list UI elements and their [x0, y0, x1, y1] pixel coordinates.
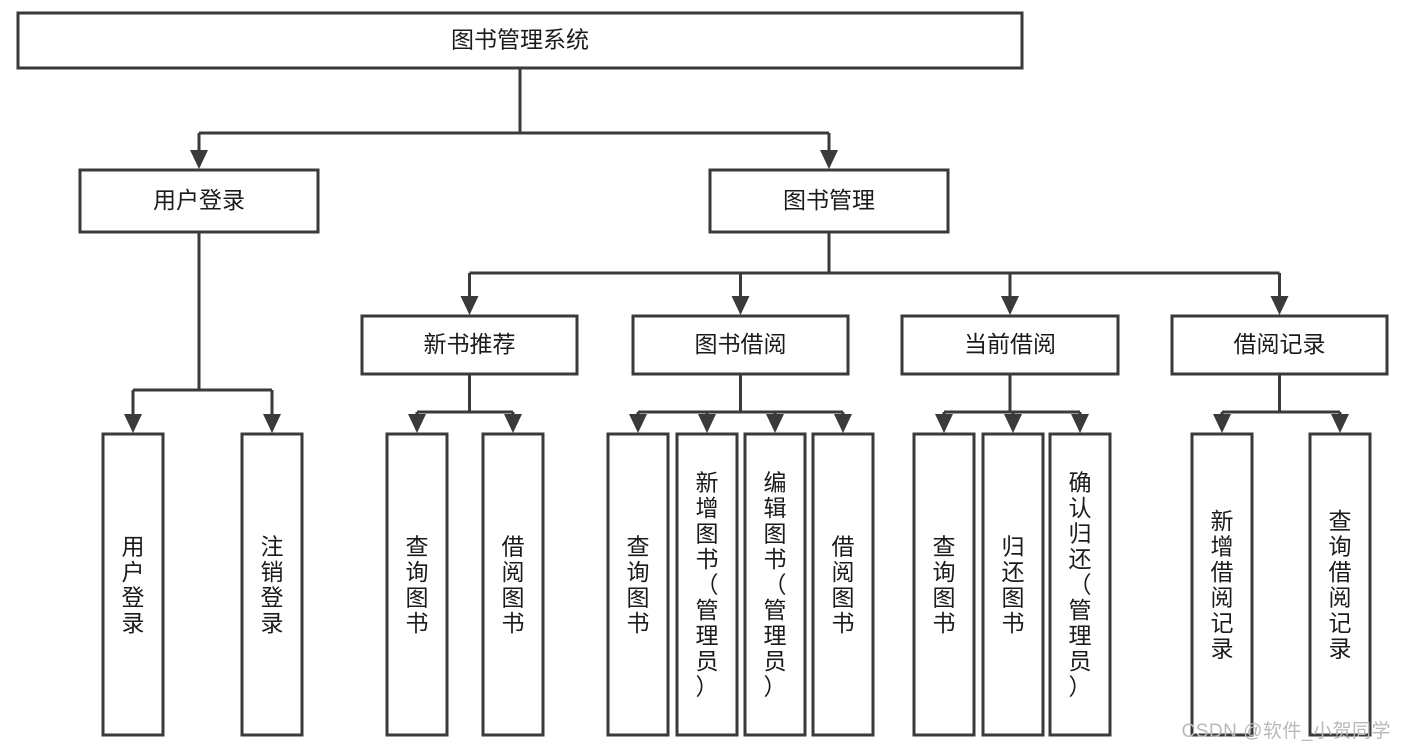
arrow-head-icon: [263, 414, 281, 433]
arrow-head-icon: [766, 414, 784, 433]
arrow-head-icon: [1270, 296, 1289, 315]
node-box[interactable]: [708, 168, 950, 234]
node-leaf-borrow-book-2[interactable]: 借阅图书: [811, 432, 875, 737]
node-box[interactable]: [631, 314, 850, 376]
node-leaf-query-book-3[interactable]: 查询图书: [912, 432, 976, 737]
node-label: 注销登录: [261, 533, 284, 636]
node-box[interactable]: [1308, 432, 1372, 737]
node-box[interactable]: [1170, 314, 1389, 376]
node-label: 用户登录: [153, 187, 245, 213]
arrow-head-icon: [629, 414, 647, 433]
node-box[interactable]: [240, 432, 304, 737]
node-borrow-record[interactable]: 借阅记录: [1170, 314, 1389, 376]
node-leaf-confirm-return[interactable]: 确认归还（管理员）: [1048, 432, 1112, 737]
arrow-head-icon: [1213, 414, 1231, 433]
arrow-head-icon: [460, 296, 479, 315]
arrow-head-icon: [1004, 414, 1022, 433]
node-leaf-query-record[interactable]: 查询借阅记录: [1308, 432, 1372, 737]
node-box[interactable]: [912, 432, 976, 737]
node-box[interactable]: [101, 432, 165, 737]
node-label: 借阅图书: [502, 533, 525, 636]
node-box[interactable]: [743, 432, 807, 737]
node-box[interactable]: [481, 432, 545, 737]
node-leaf-add-book[interactable]: 新增图书（管理员）: [675, 432, 739, 737]
arrow-head-icon: [408, 414, 426, 433]
arrow-head-icon: [935, 414, 953, 433]
watermark-text: CSDN @软件_小贺同学: [1181, 721, 1391, 742]
node-box[interactable]: [385, 432, 449, 737]
node-label: 图书借阅: [695, 331, 787, 357]
node-box[interactable]: [811, 432, 875, 737]
node-label: 借阅记录: [1234, 331, 1326, 357]
node-leaf-return-book[interactable]: 归还图书: [981, 432, 1045, 737]
node-box[interactable]: [1190, 432, 1254, 737]
arrow-head-icon: [731, 296, 750, 315]
node-label: 当前借阅: [964, 331, 1056, 357]
node-leaf-borrow-book-1[interactable]: 借阅图书: [481, 432, 545, 737]
node-label: 新书推荐: [424, 331, 516, 357]
node-book-borrow[interactable]: 图书借阅: [631, 314, 850, 376]
node-label: 用户登录: [122, 533, 145, 636]
node-label: 查询借阅记录: [1329, 508, 1352, 662]
node-box[interactable]: [606, 432, 670, 737]
node-box[interactable]: [360, 314, 579, 376]
nodes-layer: 图书管理系统用户登录图书管理新书推荐图书借阅当前借阅借阅记录用户登录注销登录查询…: [16, 11, 1389, 737]
node-label: 查询图书: [627, 533, 650, 636]
arrow-head-icon: [124, 414, 142, 433]
node-new-book-rec[interactable]: 新书推荐: [360, 314, 579, 376]
arrow-head-icon: [1001, 296, 1019, 315]
node-label: 图书管理: [783, 187, 875, 213]
node-label: 编辑图书（管理员）: [764, 470, 787, 700]
arrow-head-icon: [834, 414, 852, 433]
node-label: 图书管理系统: [451, 27, 589, 53]
node-root[interactable]: 图书管理系统: [16, 11, 1024, 70]
arrow-head-icon: [820, 150, 838, 169]
node-label: 查询图书: [933, 533, 956, 636]
arrow-head-icon: [504, 414, 522, 433]
arrow-head-icon: [698, 414, 716, 433]
node-box[interactable]: [900, 314, 1120, 376]
node-label: 归还图书: [1002, 533, 1025, 636]
edges-layer: [124, 68, 1349, 433]
node-box[interactable]: [1048, 432, 1112, 737]
node-leaf-query-book-1[interactable]: 查询图书: [385, 432, 449, 737]
node-label: 新增借阅记录: [1211, 508, 1234, 662]
arrow-head-icon: [1071, 414, 1089, 433]
arrow-head-icon: [190, 150, 208, 169]
node-label: 确认归还（管理员）: [1069, 470, 1092, 700]
node-leaf-logout[interactable]: 注销登录: [240, 432, 304, 737]
node-label: 新增图书（管理员）: [696, 470, 719, 700]
node-box[interactable]: [981, 432, 1045, 737]
node-label: 查询图书: [406, 533, 429, 636]
arrow-head-icon: [1331, 414, 1349, 433]
node-book-manage[interactable]: 图书管理: [708, 168, 950, 234]
node-leaf-user-login[interactable]: 用户登录: [101, 432, 165, 737]
node-box[interactable]: [16, 11, 1024, 70]
node-current-borrow[interactable]: 当前借阅: [900, 314, 1120, 376]
node-leaf-edit-book[interactable]: 编辑图书（管理员）: [743, 432, 807, 737]
node-label: 借阅图书: [832, 533, 855, 636]
node-user-login[interactable]: 用户登录: [78, 168, 320, 234]
node-box[interactable]: [675, 432, 739, 737]
node-leaf-query-book-2[interactable]: 查询图书: [606, 432, 670, 737]
node-leaf-add-record[interactable]: 新增借阅记录: [1190, 432, 1254, 737]
node-box[interactable]: [78, 168, 320, 234]
